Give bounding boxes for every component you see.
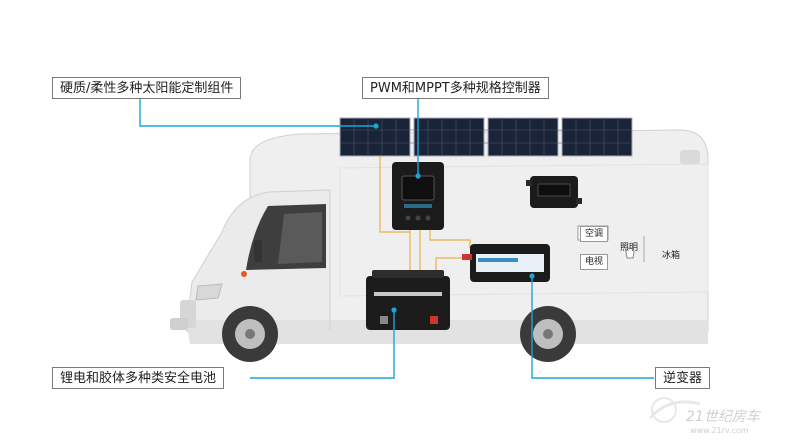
charge-controller <box>392 162 444 230</box>
solar-panel-callout: 硬质/柔性多种太阳能定制组件 <box>52 77 242 99</box>
watermark-logo <box>648 397 701 423</box>
rv-body <box>170 129 709 344</box>
callout-leaders <box>139 98 654 379</box>
rv-wheels <box>222 306 576 362</box>
solar-panels <box>339 117 633 157</box>
battery-callout: 锂电和胶体多种类安全电池 <box>52 367 225 389</box>
battery-unit <box>366 270 450 330</box>
air-conditioner-label: 空调 <box>580 226 609 242</box>
callout-dots <box>373 123 535 313</box>
watermark-url: www.21rv.com <box>690 426 749 435</box>
controller-callout: PWM和MPPT多种规格控制器 <box>362 77 549 99</box>
watermark-text: 21世纪房车 <box>686 409 760 425</box>
fridge-label: 冰箱 <box>662 251 681 261</box>
lighting-label: 照明 <box>620 243 639 253</box>
inverter-callout: 逆变器 <box>655 367 711 389</box>
battery-monitor <box>526 176 582 208</box>
inverter-unit <box>462 244 550 282</box>
tv-label: 电视 <box>580 254 609 270</box>
